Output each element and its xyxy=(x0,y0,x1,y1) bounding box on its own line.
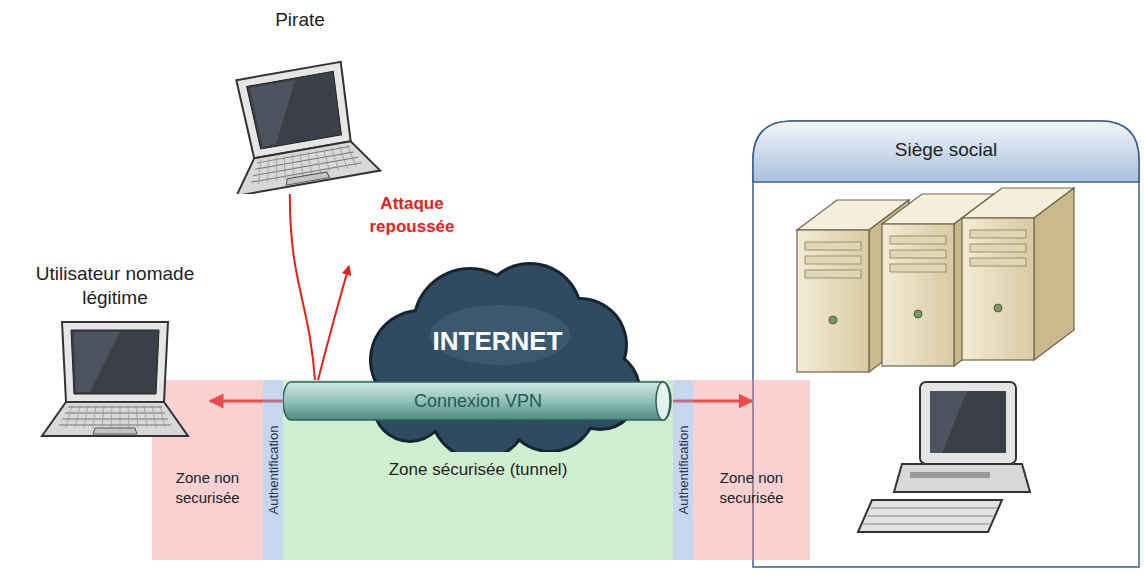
auth-label: Authentification xyxy=(266,426,281,515)
zone-label: Zone non securisée xyxy=(169,468,247,508)
unsecured-zone: Zone non securisée xyxy=(693,380,810,560)
device-label: Utilisateur nomade légitime xyxy=(20,262,210,310)
bounce-arrow xyxy=(318,266,349,380)
cloud-label: INTERNET xyxy=(350,240,645,357)
red-connector xyxy=(290,194,315,380)
panel-title: Siège social xyxy=(752,120,1140,180)
authentication-strip: Authentification xyxy=(263,380,283,560)
attack-note: Attaque repoussée xyxy=(362,192,462,238)
laptop-node: Utilisateur nomade légitime xyxy=(20,262,210,444)
laptop-icon xyxy=(215,8,385,194)
authentication-strip: Authentification xyxy=(673,380,693,560)
tunnel-label: Connexion VPN xyxy=(283,380,673,422)
hq-illustration xyxy=(752,120,1140,568)
vpn-tunnel: Connexion VPN xyxy=(283,380,673,422)
headquarters-panel: Siège social xyxy=(752,120,1140,568)
zone-label: Zone non securisée xyxy=(713,468,791,508)
laptop-node: Pirate xyxy=(215,8,385,194)
auth-label: Authentification xyxy=(676,426,691,515)
device-label: Pirate xyxy=(215,8,385,32)
